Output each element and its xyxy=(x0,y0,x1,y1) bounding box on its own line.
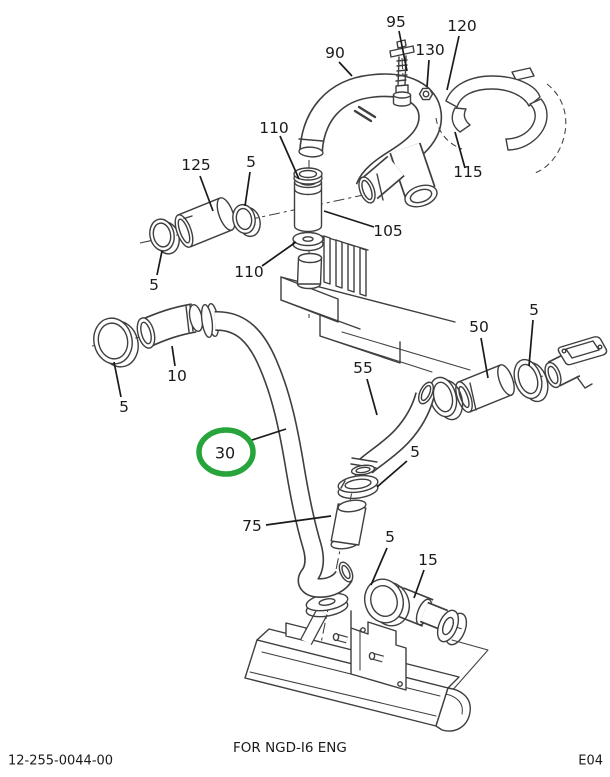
sleeve-125-row-drawing xyxy=(149,197,261,255)
callout-10: 10 xyxy=(167,367,187,385)
callout-130: 130 xyxy=(415,41,445,59)
clamp-5-right-drawing xyxy=(513,358,549,403)
highlighted-callout-30: 30 xyxy=(196,427,256,477)
callout-5-a: 5 xyxy=(246,153,256,171)
bracket-screw-icon xyxy=(368,651,384,663)
radiator-inlet-flange-drawing xyxy=(300,592,349,646)
callout-105: 105 xyxy=(373,222,403,240)
clamp-120-drawing xyxy=(435,67,567,175)
sleeve-75-drawing xyxy=(330,499,367,550)
hose-90-drawing xyxy=(298,73,443,208)
callout-110-lower: 110 xyxy=(234,263,264,281)
callout-120: 120 xyxy=(447,17,477,35)
clamp-5-disc-drawing xyxy=(337,474,379,500)
elbow-fitting-drawing xyxy=(544,336,608,389)
callout-5-c: 5 xyxy=(529,301,539,319)
clamp-hook-115-drawing xyxy=(451,107,471,133)
callout-125: 125 xyxy=(181,156,211,174)
callout-5-d: 5 xyxy=(119,398,129,416)
fitting-105-column-drawing xyxy=(292,167,324,290)
document-part-number: 12-255-0044-00 xyxy=(8,754,113,769)
clamp-ring-drawing xyxy=(428,376,464,421)
engine-note: FOR NGD-I6 ENG xyxy=(233,740,347,756)
callout-95: 95 xyxy=(386,13,406,31)
callout-15: 15 xyxy=(418,551,438,569)
bolt-ferrule-drawing xyxy=(392,91,412,107)
callout-115: 115 xyxy=(453,163,483,181)
callout-5-f: 5 xyxy=(385,528,395,546)
callout-55: 55 xyxy=(353,359,373,377)
clamp-5-tube15-drawing xyxy=(363,578,411,627)
leader-lines xyxy=(113,30,534,599)
callout-labels: 95 120 130 90 110 115 125 5 105 110 5 50… xyxy=(119,13,539,569)
nut-130-drawing xyxy=(418,87,434,101)
pipe-30-drawing xyxy=(214,311,354,598)
page-code: E04 xyxy=(578,754,603,769)
hose-55-drawing xyxy=(350,381,435,476)
callout-5-b: 5 xyxy=(149,276,159,294)
callout-90: 90 xyxy=(325,44,345,62)
axis-centerlines xyxy=(91,57,571,649)
callout-75: 75 xyxy=(242,517,262,535)
callout-5-e: 5 xyxy=(410,443,420,461)
hose-10-row-drawing xyxy=(93,302,220,368)
bracket-screw-icon xyxy=(332,632,348,644)
sleeve-50-drawing xyxy=(455,364,515,413)
footer: 12-255-0044-00 FOR NGD-I6 ENG E04 xyxy=(8,740,603,769)
mounting-bracket-drawing xyxy=(332,610,407,691)
highlight-circle xyxy=(196,427,256,477)
callout-30: 30 xyxy=(215,444,235,463)
callout-50: 50 xyxy=(469,318,489,336)
callout-110-upper: 110 xyxy=(259,119,289,137)
